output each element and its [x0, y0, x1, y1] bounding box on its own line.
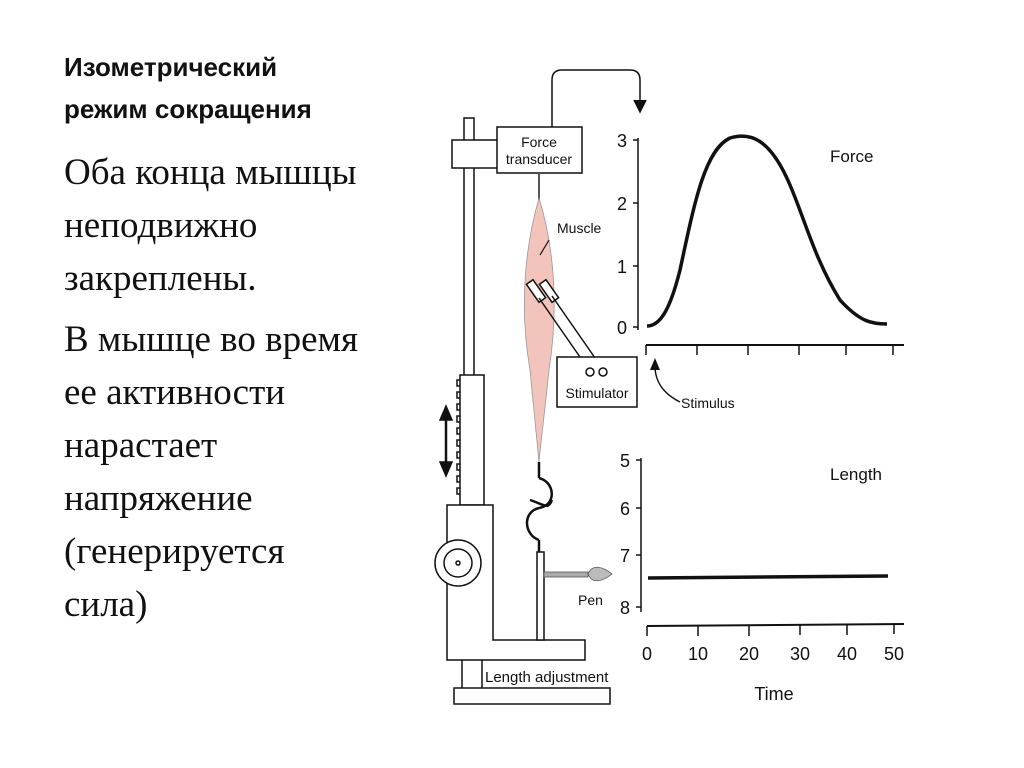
stimulus-label: Stimulus: [681, 395, 735, 411]
force-chart-title: Force: [830, 147, 873, 166]
y-tick: 6: [620, 499, 630, 519]
x-tick: 40: [837, 644, 857, 664]
muscle-hooks: [525, 462, 554, 552]
text-line: сила): [64, 584, 148, 625]
muscle-shape: [523, 196, 555, 463]
x-tick: 20: [739, 644, 759, 664]
title-line: Изометрический: [64, 52, 278, 82]
stand-clamp: [451, 139, 501, 169]
slide-title: Изометрический режим сокращения: [64, 46, 434, 130]
pen-label: Pen: [578, 592, 603, 608]
y-tick: 8: [620, 598, 630, 618]
length-chart: 5 6 7 8 Length 0 10 20 30 40 50 Time: [620, 451, 904, 704]
force-chart: 3 2 1 0 Force Stimulus: [617, 131, 904, 411]
y-tick: 2: [617, 194, 627, 214]
paragraph-fixed-ends: Оба конца мышцы неподвижно закреплены.: [64, 146, 434, 305]
force-transducer-label: Force: [521, 134, 557, 150]
force-transducer-label: transducer: [506, 151, 572, 167]
text-line: закреплены.: [64, 258, 257, 299]
length-chart-title: Length: [830, 465, 882, 484]
length-line: [647, 574, 889, 580]
text-line: напряжение: [64, 478, 253, 519]
force-curve: [646, 134, 888, 328]
text-line: Оба конца мышцы: [64, 152, 357, 193]
signal-cable: [551, 69, 641, 127]
text-line: В мышце во время: [64, 319, 358, 360]
stand-base: [446, 504, 586, 661]
electrode: [525, 278, 547, 304]
base-plate: [453, 687, 611, 705]
adjustment-knob: [434, 539, 482, 587]
text-line: неподвижно: [64, 205, 258, 246]
muscle-label: Muscle: [557, 220, 602, 236]
y-tick: 3: [617, 131, 627, 151]
slide-body: Оба конца мышцы неподвижно закреплены. В…: [64, 146, 434, 639]
y-tick: 1: [617, 257, 627, 277]
title-line: режим сокращения: [64, 94, 312, 124]
x-tick: 50: [884, 644, 904, 664]
y-tick: 5: [620, 451, 630, 471]
cable-arrow-icon: [633, 99, 647, 114]
paragraph-tension: В мышце во время ее активности нарастает…: [64, 313, 434, 631]
pen-tip-icon: [587, 566, 613, 582]
y-tick: 0: [617, 318, 627, 338]
x-tick: 10: [688, 644, 708, 664]
pen-arm: [543, 571, 589, 578]
text-line: ее активности: [64, 372, 286, 413]
y-tick: 7: [620, 546, 630, 566]
text-line: (генерируется: [64, 531, 285, 572]
x-tick: 0: [642, 644, 652, 664]
rack-column: [459, 374, 485, 506]
x-tick: 30: [790, 644, 810, 664]
length-adjustment-label: Length adjustment: [485, 669, 609, 686]
x-axis-label: Time: [754, 684, 793, 704]
stimulator-box: [556, 356, 638, 408]
text-line: нарастает: [64, 425, 218, 466]
stimulator-label: Stimulator: [565, 385, 628, 401]
